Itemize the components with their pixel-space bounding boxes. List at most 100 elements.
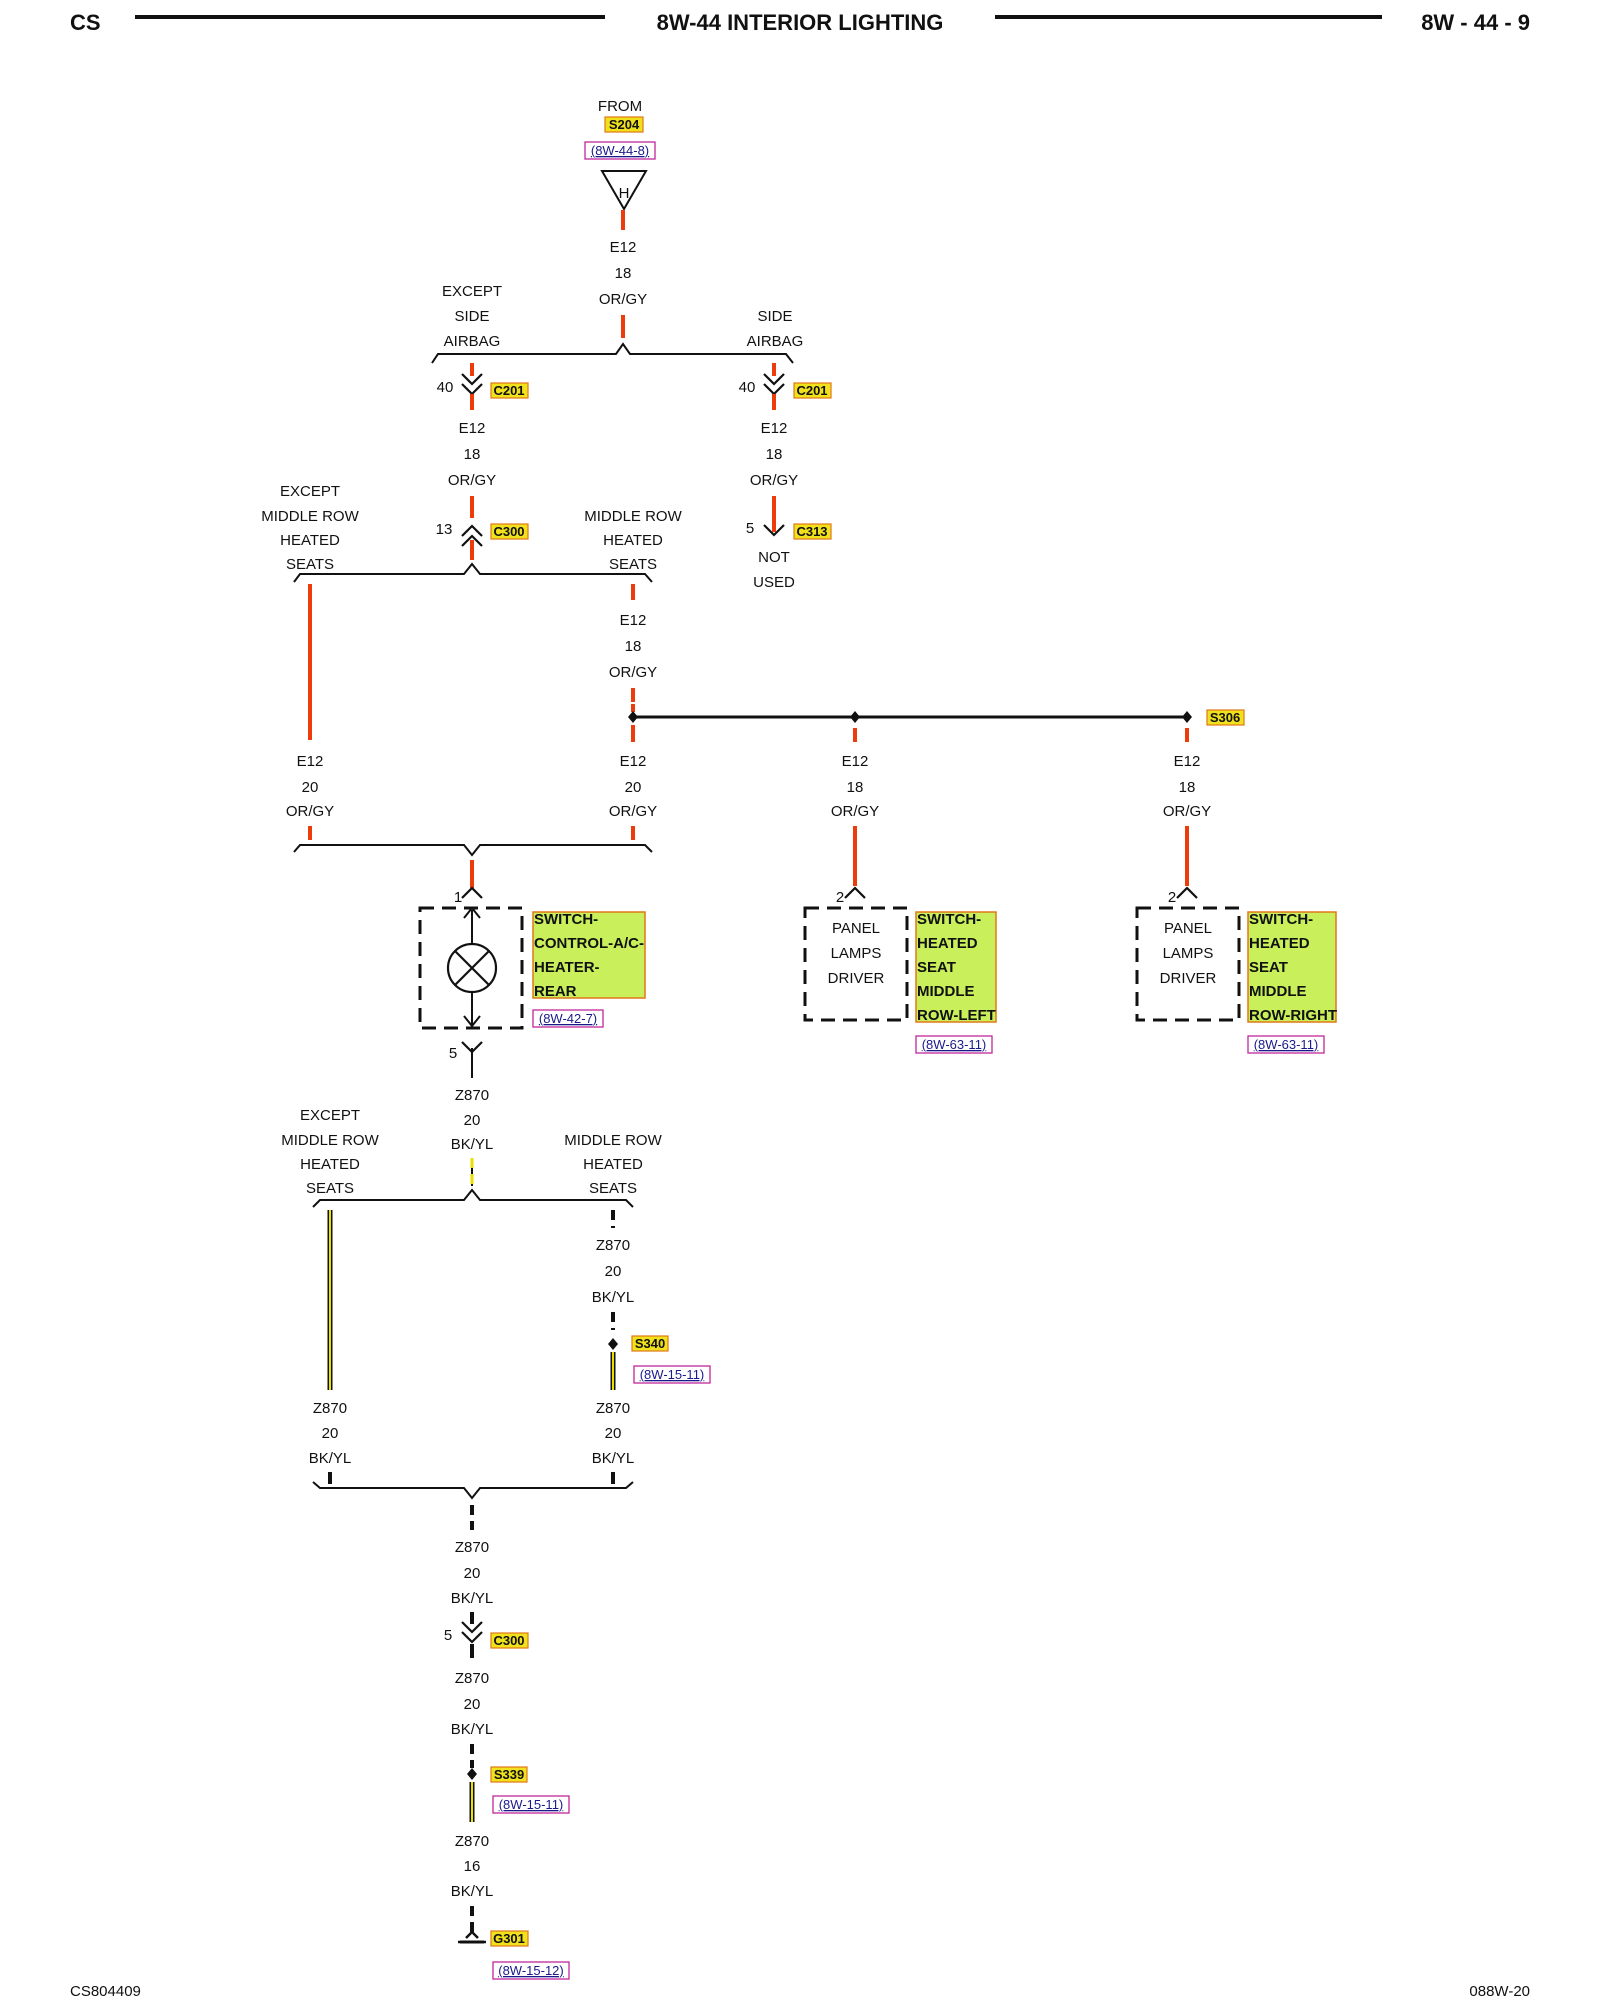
svg-text:18: 18 [464, 446, 481, 463]
svg-text:20: 20 [605, 1425, 622, 1442]
svg-text:DRIVER: DRIVER [828, 970, 885, 987]
svg-text:ROW-LEFT: ROW-LEFT [917, 1007, 996, 1024]
wire-label-c: E12 18 OR/GY [831, 753, 879, 820]
wire-label-mrhs: E12 18 OR/GY [609, 612, 657, 681]
svg-text:SEATS: SEATS [306, 1180, 354, 1197]
svg-text:SWITCH-: SWITCH- [534, 911, 598, 928]
branch-brace-airbag [431, 342, 794, 364]
component-dashed-box [1135, 906, 1241, 1022]
wire-label-b: E12 20 OR/GY [609, 753, 657, 820]
svg-text:C201: C201 [493, 383, 524, 398]
svg-text:Z870: Z870 [455, 1833, 489, 1850]
svg-text:18: 18 [615, 265, 632, 282]
svg-text:MIDDLE ROW: MIDDLE ROW [584, 508, 682, 525]
svg-text:EXCEPT: EXCEPT [280, 483, 340, 500]
wire-label-top: E12 18 OR/GY [599, 239, 647, 308]
wire-label-ground-right-1: Z870 20 BK/YL [592, 1237, 635, 1306]
svg-text:20: 20 [322, 1425, 339, 1442]
page-title: 8W-44 INTERIOR LIGHTING [657, 10, 944, 35]
svg-text:NOT: NOT [758, 549, 790, 566]
svg-text:5: 5 [449, 1045, 457, 1062]
svg-text:SWITCH-: SWITCH- [917, 911, 981, 928]
svg-text:SIDE: SIDE [757, 308, 792, 325]
splice-tag-s306: S306 [1206, 709, 1245, 726]
svg-text:40: 40 [437, 379, 454, 396]
svg-text:OR/GY: OR/GY [750, 472, 798, 489]
wire-label-d: E12 18 OR/GY [1163, 753, 1211, 820]
connector-chevron-icon [461, 373, 483, 396]
reference-link[interactable]: (8W-15-11) [499, 1797, 564, 1812]
svg-text:18: 18 [766, 446, 783, 463]
svg-text:HEATED: HEATED [603, 532, 663, 549]
reference-link[interactable]: (8W-15-12) [498, 1963, 564, 1978]
connector-c201-left: 40 C201 [437, 373, 529, 399]
reference-link[interactable]: (8W-63-11) [922, 1037, 987, 1052]
wire-label-ground-right-2: Z870 20 BK/YL [592, 1400, 635, 1467]
svg-text:18: 18 [1179, 779, 1196, 796]
svg-text:SEAT: SEAT [917, 959, 956, 976]
component-dashed-box [803, 906, 909, 1022]
svg-text:BK/YL: BK/YL [592, 1450, 635, 1467]
header-section-code: CS [70, 10, 101, 35]
ground-g301: G301 (8W-15-12) [458, 1930, 570, 1980]
svg-text:EXCEPT: EXCEPT [300, 1107, 360, 1124]
svg-text:MIDDLE: MIDDLE [1249, 983, 1307, 1000]
svg-text:CONTROL-A/C-: CONTROL-A/C- [534, 935, 644, 952]
connector-chevron-icon [461, 886, 483, 899]
page-header: CS 8W-44 INTERIOR LIGHTING 8W - 44 - 9 [70, 10, 1530, 35]
svg-text:HEATER-: HEATER- [534, 959, 600, 976]
source-splice-s204: FROM S204 (8W-44-8) H [584, 98, 656, 211]
splice-dot [608, 1338, 618, 1350]
connector-c300-top: 13 C300 [436, 521, 529, 547]
svg-text:5: 5 [746, 520, 754, 537]
svg-text:BK/YL: BK/YL [451, 1883, 494, 1900]
svg-text:HEATED: HEATED [280, 532, 340, 549]
svg-text:OR/GY: OR/GY [609, 803, 657, 820]
svg-text:2: 2 [1168, 889, 1176, 906]
connector-c300-bottom: 5 C300 [444, 1621, 529, 1649]
svg-text:E12: E12 [610, 239, 637, 256]
svg-text:OR/GY: OR/GY [609, 664, 657, 681]
connector-arrow-icon [763, 524, 785, 537]
reference-link[interactable]: (8W-42-7) [539, 1011, 597, 1026]
wire-label-ground-2: Z870 20 BK/YL [451, 1539, 494, 1607]
branch3-right-label: MIDDLE ROW HEATED SEATS [564, 1132, 662, 1197]
svg-text:E12: E12 [297, 753, 324, 770]
svg-text:S340: S340 [635, 1336, 665, 1351]
svg-text:40: 40 [739, 379, 756, 396]
connector-chevron-icon [844, 886, 866, 899]
svg-text:E12: E12 [761, 420, 788, 437]
reference-link[interactable]: (8W-44-8) [591, 143, 649, 158]
svg-text:E12: E12 [1174, 753, 1201, 770]
svg-text:Z870: Z870 [596, 1400, 630, 1417]
svg-text:18: 18 [847, 779, 864, 796]
svg-text:MIDDLE ROW: MIDDLE ROW [261, 508, 359, 525]
svg-text:16: 16 [464, 1858, 481, 1875]
branch-brace-join [293, 844, 653, 857]
svg-text:USED: USED [753, 574, 795, 591]
svg-text:13: 13 [436, 521, 453, 538]
svg-text:MIDDLE: MIDDLE [917, 983, 975, 1000]
svg-text:C300: C300 [493, 1633, 524, 1648]
svg-text:20: 20 [464, 1565, 481, 1582]
branch-brace-ground-join [312, 1481, 634, 1500]
svg-text:OR/GY: OR/GY [1163, 803, 1211, 820]
svg-text:20: 20 [605, 1263, 622, 1280]
svg-text:BK/YL: BK/YL [309, 1450, 352, 1467]
footer-sheet-code: 088W-20 [1469, 1983, 1530, 2000]
connector-c313: 5 C313 NOT USED [746, 520, 832, 591]
reference-link[interactable]: (8W-15-11) [640, 1367, 705, 1382]
svg-text:20: 20 [302, 779, 319, 796]
connector-chevron-icon [763, 373, 785, 396]
splice-s340: S340 (8W-15-11) [631, 1335, 711, 1384]
splice-s339: S339 (8W-15-11) [490, 1766, 570, 1814]
svg-text:5: 5 [444, 1627, 452, 1644]
branch1-right-label: SIDE AIRBAG [747, 308, 804, 350]
svg-text:LAMPS: LAMPS [1163, 945, 1214, 962]
svg-text:E12: E12 [620, 753, 647, 770]
footer-figure-code: CS804409 [70, 1983, 141, 2000]
branch-brace-heated-seats [293, 562, 653, 583]
reference-link[interactable]: (8W-63-11) [1254, 1037, 1319, 1052]
switch-heated-seat-middle-row-right: 2 PANEL LAMPS DRIVER SWITCH- HEATED SEAT… [1135, 886, 1337, 1054]
